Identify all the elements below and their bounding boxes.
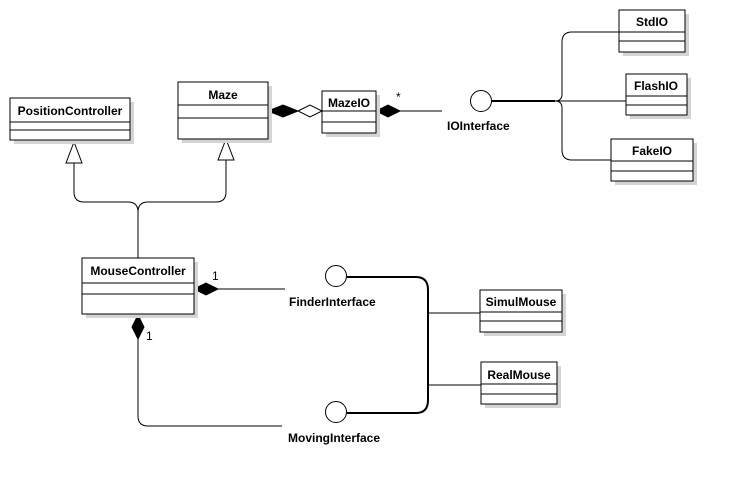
- multiplicity-mazeio-io: *: [396, 90, 401, 104]
- class-flash-io[interactable]: FlashIO: [625, 73, 691, 119]
- class-flash-io-name: FlashIO: [634, 79, 678, 93]
- multiplicity-mouse-moving: 1: [146, 329, 153, 343]
- class-fake-io-name: FakeIO: [632, 144, 672, 158]
- class-maze-io[interactable]: MazeIO: [321, 90, 380, 137]
- class-maze-name: Maze: [208, 88, 238, 102]
- class-std-io-name: StdIO: [636, 15, 668, 29]
- class-maze[interactable]: Maze: [177, 81, 272, 143]
- generalization-arrow-maze: [217, 137, 235, 161]
- class-real-mouse-name: RealMouse: [487, 368, 551, 382]
- iointerface-label: IOInterface: [447, 119, 510, 133]
- mouse-finder-association: [192, 282, 285, 296]
- mazeio-iointerface-association: [374, 104, 442, 118]
- class-std-io[interactable]: StdIO: [618, 9, 689, 56]
- class-mouse-controller-name: MouseController: [90, 264, 186, 278]
- iointerface-circle: [470, 90, 492, 112]
- maze-mazeio-association: [266, 104, 324, 118]
- composition-diamond-moving: [131, 313, 145, 341]
- mouse-moving-association: [131, 313, 282, 427]
- class-position-controller[interactable]: PositionController: [9, 97, 134, 144]
- finderinterface-label: FinderInterface: [289, 295, 376, 309]
- aggregation-diamond-mazeio: [296, 104, 324, 118]
- generalization-connectors: [65, 137, 235, 258]
- iointerface-implementations: [492, 31, 626, 161]
- class-simul-mouse[interactable]: SimulMouse: [479, 289, 566, 336]
- class-simul-mouse-name: SimulMouse: [486, 295, 557, 309]
- generalization-arrow-position-controller: [65, 140, 83, 164]
- class-real-mouse[interactable]: RealMouse: [480, 361, 561, 408]
- class-position-controller-name: PositionController: [18, 104, 123, 118]
- mouse-interface-implementations: [347, 276, 481, 414]
- multiplicity-mouse-finder: 1: [212, 269, 219, 283]
- class-mouse-controller[interactable]: MouseController: [81, 257, 198, 318]
- composition-diamond-maze: [266, 104, 300, 118]
- class-fake-io[interactable]: FakeIO: [610, 138, 697, 185]
- class-maze-io-name: MazeIO: [328, 96, 370, 110]
- movinginterface-label: MovingInterface: [288, 431, 380, 445]
- movinginterface-circle: [325, 401, 347, 423]
- finderinterface-circle: [325, 265, 347, 287]
